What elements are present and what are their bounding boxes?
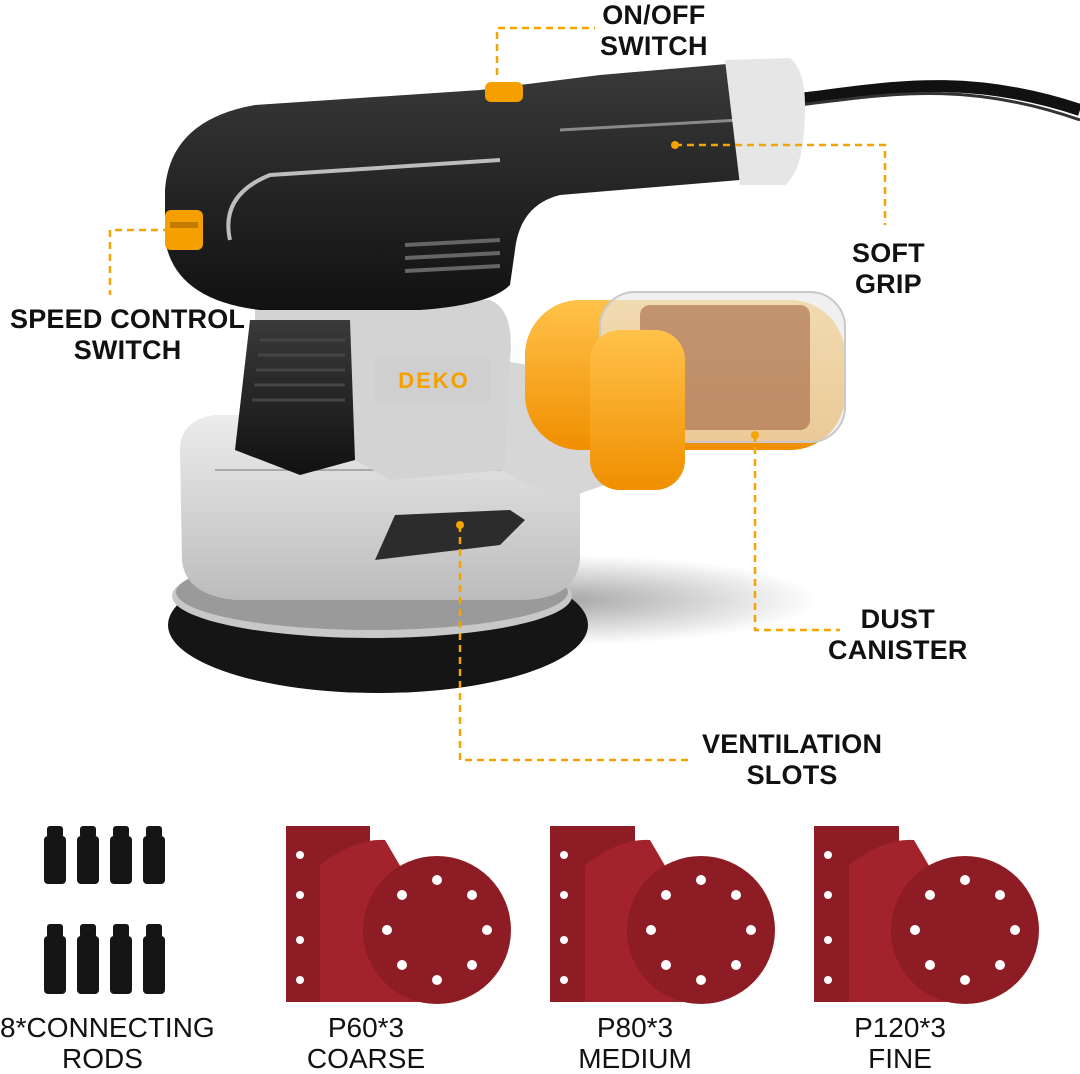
sandpaper-set-p80	[550, 826, 775, 1004]
top-body	[165, 62, 795, 310]
accessory-p60: P60*3 COARSE	[306, 1012, 426, 1074]
on-off-leader	[495, 26, 595, 75]
accessory-connecting-rods: 8*CONNECTING RODS	[0, 1012, 215, 1074]
callout-soft-grip: SOFT GRIP	[852, 238, 925, 299]
callout-speed-control: SPEED CONTROL SWITCH	[10, 304, 246, 365]
callout-ventilation: VENTILATION SLOTS	[702, 729, 883, 790]
sandpaper-set-p120	[814, 826, 1039, 1004]
speed-control-switch	[165, 210, 203, 250]
callout-dust-canister: DUST CANISTER	[828, 604, 968, 665]
power-cord	[789, 80, 1080, 116]
accessory-p120: P120*3 FINE	[854, 1012, 946, 1074]
speed-control-leader	[108, 228, 170, 295]
logo-plate	[375, 355, 490, 405]
sandpaper-holes	[296, 851, 1020, 985]
accessory-p80: P80*3 MEDIUM	[578, 1012, 692, 1074]
vent-slot	[375, 510, 525, 560]
handle-cap	[725, 58, 805, 185]
connecting-rods-group	[44, 826, 165, 994]
dust-canister-leader	[753, 435, 840, 632]
ventilation-leader	[458, 525, 690, 762]
on-off-switch	[485, 82, 523, 102]
soft-grip-leader	[675, 143, 887, 225]
sandpaper-set-p60	[286, 826, 511, 1004]
callout-on-off: ON/OFF SWITCH	[600, 0, 708, 61]
brand-logo: DEKO	[398, 368, 470, 393]
